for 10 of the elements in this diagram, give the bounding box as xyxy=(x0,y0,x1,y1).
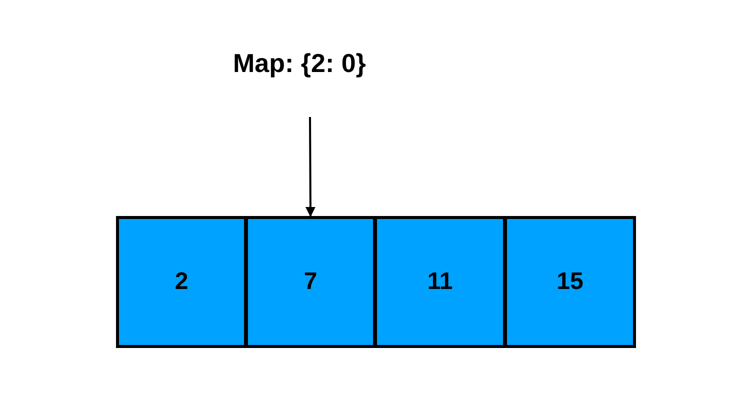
arrow xyxy=(305,117,316,217)
cell-value: 2 xyxy=(174,268,188,296)
cell-value: 7 xyxy=(304,268,318,296)
array-cell xyxy=(504,216,636,348)
cell-value: 11 xyxy=(427,268,453,296)
array-cell xyxy=(116,216,247,348)
cell-value: 15 xyxy=(556,268,584,296)
array-cell xyxy=(374,216,506,348)
array-cell xyxy=(245,216,376,348)
map-state-label: Map: {2: 0} xyxy=(233,48,366,79)
